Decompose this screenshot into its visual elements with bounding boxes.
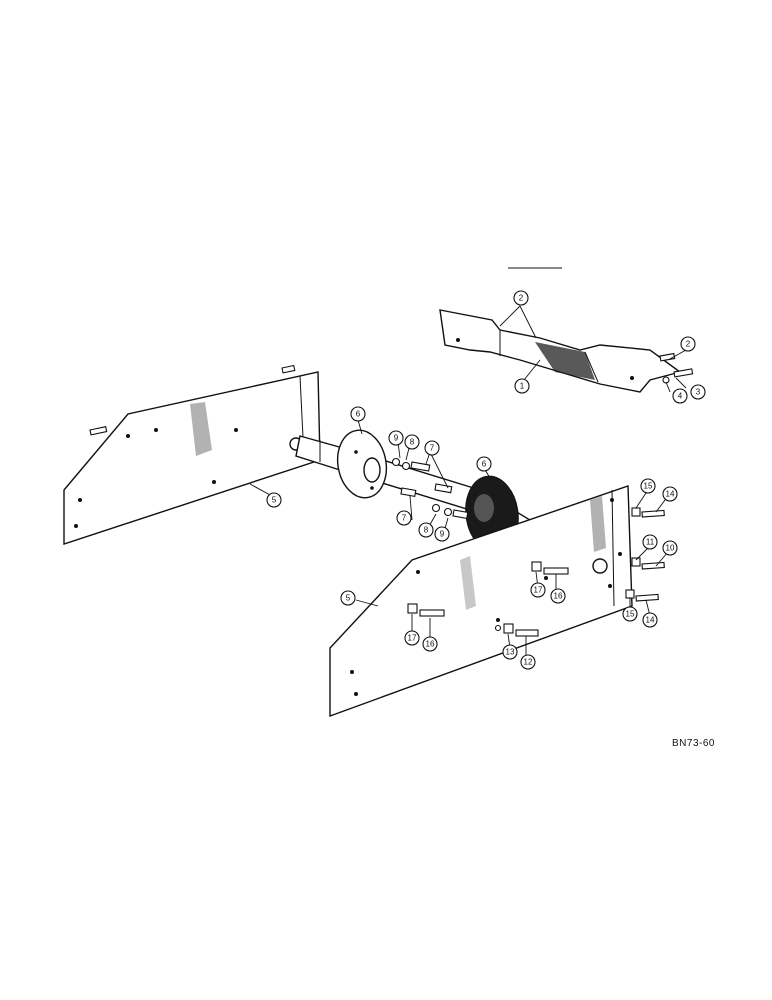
callout-9-lower: 9 [434,526,450,542]
callout-17-upper: 17 [530,582,546,598]
callout-13: 13 [502,644,518,660]
hub-bolts [391,457,469,519]
svg-text:6: 6 [482,460,487,469]
callout-8-upper: 8 [404,434,420,450]
svg-text:8: 8 [424,526,429,535]
callout-7-upper: 7 [424,440,440,456]
bracket-bolts [659,352,694,384]
callout-9-upper: 9 [388,430,404,446]
callout-14-upper: 14 [662,486,678,502]
svg-text:14: 14 [646,616,655,625]
right-side-plate [329,485,633,717]
crossbar-bracket [439,309,682,393]
svg-text:15: 15 [644,482,653,491]
svg-text:1: 1 [520,382,525,391]
svg-text:15: 15 [626,610,635,619]
right-plate-bolts [407,507,665,637]
callout-15-lower: 15 [622,606,638,622]
callout-5-right: 5 [340,590,356,606]
svg-text:7: 7 [430,444,435,453]
callout-4: 4 [672,388,688,404]
svg-text:7: 7 [402,514,407,523]
svg-text:5: 5 [346,594,351,603]
callout-15-upper: 15 [640,478,656,494]
callout-14-lower: 14 [642,612,658,628]
callout-12: 12 [520,654,536,670]
callout-11: 11 [642,534,658,550]
svg-text:9: 9 [394,434,399,443]
svg-text:5: 5 [272,496,277,505]
svg-text:3: 3 [696,388,701,397]
svg-text:8: 8 [410,438,415,447]
svg-text:11: 11 [646,538,655,547]
callout-16-lower: 16 [422,636,438,652]
callout-6-left: 6 [350,406,366,422]
callout-1: 1 [514,378,530,394]
left-side-plate [63,364,321,545]
callout-7-lower: 7 [396,510,412,526]
callout-5-left: 5 [266,492,282,508]
callout-16-upper: 16 [550,588,566,604]
svg-text:14: 14 [666,490,675,499]
callout-8-lower: 8 [418,522,434,538]
svg-text:2: 2 [519,294,524,303]
figure-reference-code: BN73-60 [672,738,715,749]
callout-2-right: 2 [680,336,696,352]
svg-text:12: 12 [524,658,533,667]
svg-text:2: 2 [686,340,691,349]
svg-text:9: 9 [440,530,445,539]
svg-text:16: 16 [554,592,563,601]
svg-text:16: 16 [426,640,435,649]
svg-text:17: 17 [408,634,417,643]
svg-text:6: 6 [356,410,361,419]
callout-3: 3 [690,384,706,400]
svg-text:4: 4 [678,392,683,401]
svg-text:10: 10 [666,544,675,553]
svg-text:13: 13 [506,648,515,657]
callout-17-lower: 17 [404,630,420,646]
callout-10: 10 [662,540,678,556]
svg-text:17: 17 [534,586,543,595]
hub-left [336,429,388,499]
callout-2-upper: 2 [513,290,529,306]
callout-6-right: 6 [476,456,492,472]
